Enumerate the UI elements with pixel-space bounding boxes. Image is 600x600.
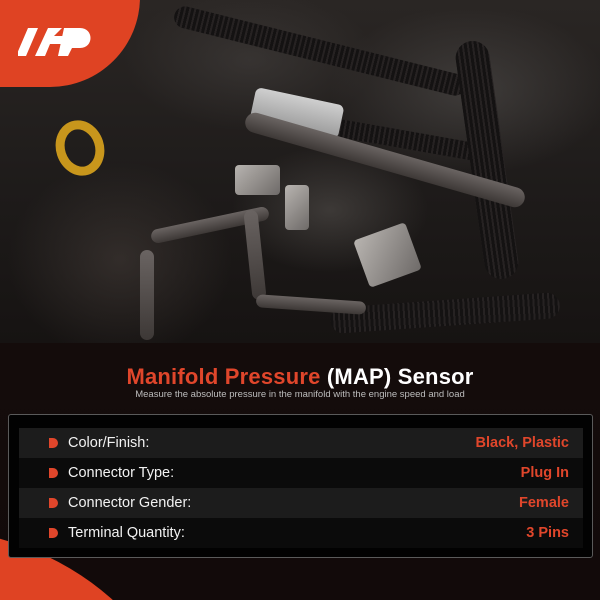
map-sensor-bracket bbox=[285, 185, 309, 230]
brand-logo-icon bbox=[18, 28, 91, 56]
vacuum-hose bbox=[255, 294, 367, 315]
wire-harness bbox=[329, 292, 561, 334]
product-title: Manifold Pressure (MAP) Sensor bbox=[0, 364, 600, 390]
spec-label: Connector Gender: bbox=[68, 495, 192, 511]
vacuum-hose bbox=[140, 250, 154, 340]
spec-label: Color/Finish: bbox=[68, 435, 150, 451]
bullet-d-icon bbox=[49, 438, 58, 448]
wire-harness bbox=[171, 4, 469, 98]
spec-label: Connector Type: bbox=[68, 465, 175, 481]
spec-row-terminal-quantity: Terminal Quantity: 3 Pins bbox=[19, 518, 583, 548]
spec-list: Color/Finish: Black, Plastic Connector T… bbox=[19, 428, 583, 548]
oil-filler-cap bbox=[48, 113, 112, 183]
spec-row-connector-gender: Connector Gender: Female bbox=[19, 488, 583, 518]
spec-value: Plug In bbox=[520, 465, 569, 481]
bullet-d-icon bbox=[49, 528, 58, 538]
product-title-accent: Manifold Pressure bbox=[126, 364, 321, 389]
bullet-d-icon bbox=[49, 498, 58, 508]
product-subtitle: Measure the absolute pressure in the man… bbox=[135, 389, 465, 400]
wire-harness bbox=[453, 38, 521, 282]
bracket bbox=[353, 222, 422, 288]
product-title-rest: (MAP) Sensor bbox=[320, 364, 474, 389]
spec-label: Terminal Quantity: bbox=[68, 525, 185, 541]
spec-row-color-finish: Color/Finish: Black, Plastic bbox=[19, 428, 583, 458]
spec-value: Black, Plastic bbox=[475, 435, 570, 451]
map-sensor-bracket bbox=[235, 165, 280, 195]
spec-value: 3 Pins bbox=[526, 525, 569, 541]
bullet-d-icon bbox=[49, 468, 58, 478]
vacuum-hose bbox=[243, 209, 267, 301]
spec-value: Female bbox=[519, 495, 569, 511]
spec-panel: Color/Finish: Black, Plastic Connector T… bbox=[8, 414, 593, 558]
spec-row-connector-type: Connector Type: Plug In bbox=[19, 458, 583, 488]
